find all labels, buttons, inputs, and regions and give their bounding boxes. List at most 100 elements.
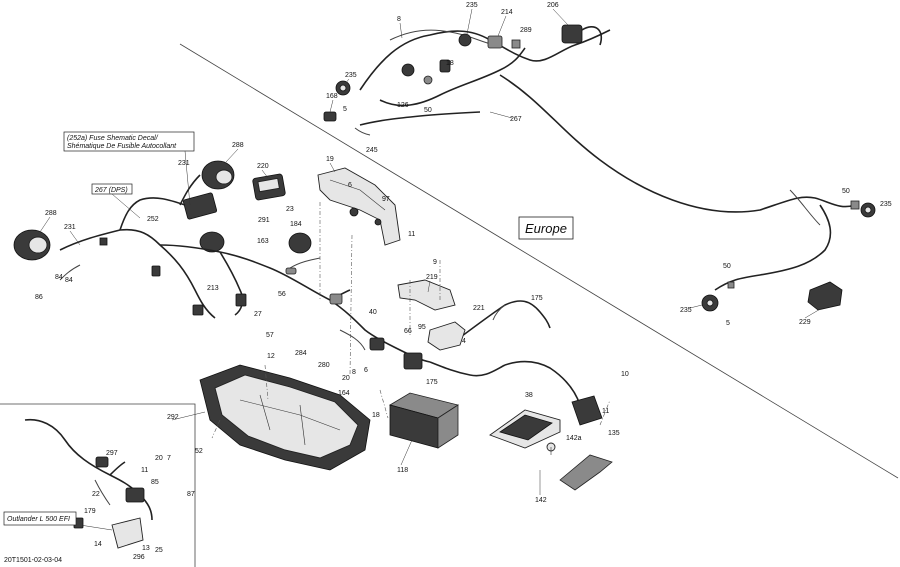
front-harness <box>13 160 581 406</box>
label-leaders <box>39 8 823 495</box>
part-label: 142 <box>535 497 547 504</box>
part-label: 135 <box>608 430 620 437</box>
part-label: 38 <box>525 392 533 399</box>
part-label: 22 <box>92 491 100 498</box>
part-label: 219 <box>426 274 438 281</box>
part-label: 5 <box>726 320 730 327</box>
part-label: 214 <box>501 9 513 16</box>
fuse-callout-line1: (252a) Fuse Shematic Decal/ <box>67 135 159 142</box>
part-label: 221 <box>473 305 485 312</box>
part-label: 11 <box>141 467 148 474</box>
part-label: 97 <box>382 196 390 203</box>
inset-panel: Outlander L 500 EFI <box>0 403 196 567</box>
part-label: 126 <box>397 102 409 109</box>
part-label: 14 <box>94 541 102 548</box>
part-label: 27 <box>254 311 262 318</box>
part-label: 18 <box>446 60 454 67</box>
part-label: 297 <box>106 450 118 457</box>
part-label: 288 <box>232 142 244 149</box>
part-label: 229 <box>799 319 811 326</box>
part-label: 291 <box>258 217 270 224</box>
inset-label-box: Outlander L 500 EFI <box>3 511 77 526</box>
part-label: 296 <box>133 554 145 561</box>
part-label: 10 <box>621 371 629 378</box>
part-label: 87 <box>187 491 195 498</box>
part-label: 9 <box>433 259 437 266</box>
part-label: 206 <box>547 2 559 9</box>
part-label: 179 <box>84 508 96 515</box>
part-label: 6 <box>348 182 352 189</box>
part-label: 5 <box>343 106 347 113</box>
part-label: 267 <box>510 116 522 123</box>
part-label: 231 <box>178 160 190 167</box>
part-label: 164 <box>338 390 350 397</box>
part-label: 213 <box>207 285 219 292</box>
part-label: 175 <box>426 379 438 386</box>
bracket-219 <box>397 279 466 351</box>
part-label: 50 <box>842 188 850 195</box>
part-label: 235 <box>345 72 357 79</box>
tray-292 <box>199 364 371 471</box>
part-label: 84 <box>65 277 73 284</box>
part-label: 12 <box>267 353 275 360</box>
part-label: 288 <box>45 210 57 217</box>
part-label: 235 <box>880 201 892 208</box>
part-label: 18 <box>372 412 380 419</box>
part-label: 25 <box>155 547 163 554</box>
part-label: 235 <box>466 2 478 9</box>
part-label: 84 <box>55 274 63 281</box>
part-label: 8 <box>352 369 356 376</box>
dps-callout: 267 (DPS) <box>91 183 141 219</box>
battery-tray-142 <box>489 395 613 491</box>
part-label: 11 <box>408 231 415 238</box>
part-label: 40 <box>369 309 377 316</box>
part-label: 23 <box>286 206 294 213</box>
part-label: 175 <box>531 295 543 302</box>
part-label: 56 <box>278 291 286 298</box>
part-label: 118 <box>397 467 408 474</box>
part-label: 168 <box>326 93 338 100</box>
part-label: 11 <box>602 408 609 415</box>
assembly-leaders <box>211 202 611 439</box>
fuse-decal-callout: (252a) Fuse Shematic Decal/ Shématique D… <box>63 131 195 206</box>
part-label: 4 <box>462 338 466 345</box>
part-label: 19 <box>326 156 334 163</box>
inset-label: Outlander L 500 EFI <box>7 516 70 523</box>
part-label: 142a <box>566 435 582 442</box>
part-label: 13 <box>142 545 150 552</box>
part-label: 52 <box>195 448 203 455</box>
part-label: 86 <box>35 294 43 301</box>
part-label: 6 <box>364 367 368 374</box>
part-label: 95 <box>418 324 426 331</box>
diagram-code: 20T1501-02-03-04 <box>4 557 62 564</box>
part-label: 20 <box>342 375 350 382</box>
part-label: 292 <box>167 414 179 421</box>
part-label: 289 <box>520 27 532 34</box>
part-label: 231 <box>64 224 76 231</box>
part-label: 280 <box>318 362 330 369</box>
part-label: 284 <box>295 350 307 357</box>
bracket-assembly <box>317 167 401 246</box>
part-label: 7 <box>167 455 171 462</box>
part-label: 252 <box>147 216 159 223</box>
europe-label: Europe <box>525 221 567 236</box>
battery-118 <box>388 392 459 449</box>
part-label: 235 <box>680 307 692 314</box>
part-label: 245 <box>366 147 378 154</box>
part-label: 8 <box>397 16 401 23</box>
part-label: 20 <box>155 455 163 462</box>
part-label: 85 <box>151 479 159 486</box>
part-label: 50 <box>424 107 432 114</box>
fuse-callout-line2: Shématique De Fusible Autocollant <box>67 143 177 150</box>
dps-callout-label: 267 (DPS) <box>94 187 128 194</box>
part-label: 50 <box>723 263 731 270</box>
europe-label-box: Europe <box>518 216 574 240</box>
region-divider <box>179 43 899 479</box>
part-label: 184 <box>290 221 302 228</box>
part-number-labels: 8 235 214 206 289 18 235 168 5 126 50 26… <box>35 2 892 561</box>
rear-harness-europe <box>323 24 876 312</box>
part-label: 220 <box>257 163 269 170</box>
part-label: 66 <box>404 328 412 335</box>
part-label: 163 <box>257 238 269 245</box>
